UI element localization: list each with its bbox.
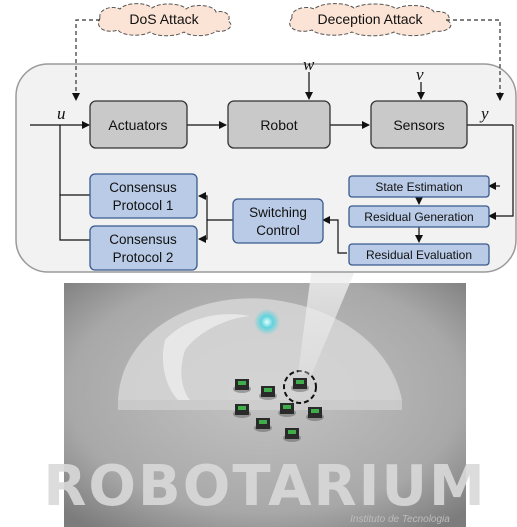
consensus-2-line1: Consensus [109,232,177,247]
robot-marker [291,378,309,392]
robot-marker [306,407,324,421]
arena-light [254,309,280,335]
arena-subtext: Instituto de Tecnologia [350,514,450,525]
robot-marker [233,379,251,393]
sensors-block: Sensors [370,100,468,149]
sensors-label: Sensors [393,117,444,133]
switching-line2: Control [256,223,300,238]
robot-marker [254,418,272,432]
robot-block: Robot [227,100,331,149]
switching-to-protocol2-arrow [198,220,208,243]
deception-attack-label: Deception Attack [317,11,423,27]
consensus-protocol-2-block: Consensus Protocol 2 [89,225,198,271]
dos-attack-label: DoS Attack [129,11,199,27]
residual-evaluation-label: Residual Evaluation [366,248,472,262]
actuators-block: Actuators [89,100,188,149]
actuators-label: Actuators [108,117,167,133]
robot-label: Robot [260,117,297,133]
robot-marker [259,386,277,400]
state-estimation-block: State Estimation [348,175,490,198]
robot-marker [233,404,251,418]
deception-attack-cloud: Deception Attack [289,3,452,37]
residual-evaluation-block: Residual Evaluation [348,243,490,266]
switching-to-protocol1-arrow [198,192,233,221]
dos-attack-path [72,19,100,101]
state-estimation-label: State Estimation [375,180,462,194]
residual-generation-block: Residual Generation [348,205,490,228]
signal-v: v [416,65,424,84]
robot-swarm [233,378,324,442]
y-to-residual-generation-arrow [488,125,514,220]
switching-line1: Switching [249,205,307,220]
consensus-1-line2: Protocol 1 [113,198,174,213]
arena-text: ROBOTARIUM [43,454,486,519]
zoom-beam [298,266,357,374]
signal-u: u [57,104,66,123]
evaluation-to-switching-arrow [322,216,347,254]
signal-w: w [303,55,315,74]
robot-marker [283,428,301,442]
consensus-2-line2: Protocol 2 [113,250,174,265]
deception-attack-path [446,19,504,101]
arena-photo: ROBOTARIUM Instituto de Tecnologia [43,283,486,527]
dome-base [118,400,402,410]
residual-generation-label: Residual Generation [364,210,473,224]
dos-attack-cloud: DoS Attack [98,3,232,37]
consensus-1-line1: Consensus [109,180,177,195]
protocol2-to-u-line [59,195,90,241]
dome-highlight [162,314,250,400]
signal-y: y [479,104,489,123]
robot-marker [278,403,296,417]
consensus-protocol-1-block: Consensus Protocol 1 [89,173,198,219]
switching-control-block: Switching Control [232,198,324,244]
